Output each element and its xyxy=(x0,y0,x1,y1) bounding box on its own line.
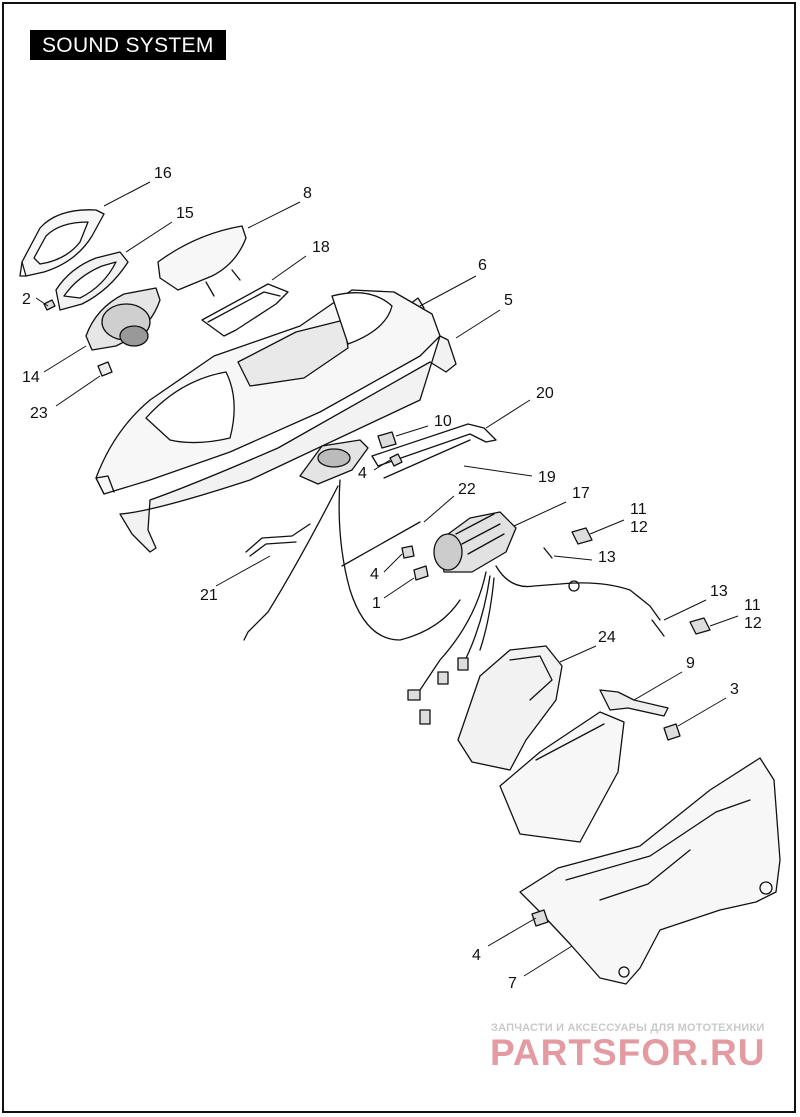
leader-line xyxy=(455,309,501,339)
leader-line xyxy=(35,297,49,307)
seal-part xyxy=(201,283,289,337)
callout-2: 2 xyxy=(22,291,31,308)
speaker-bracket-part xyxy=(19,209,105,277)
fairing-screw-part xyxy=(531,909,549,927)
leader-line xyxy=(559,645,597,663)
leader-line xyxy=(553,555,593,561)
inner-fairing-body xyxy=(95,289,441,495)
callout-12: 12 xyxy=(744,615,762,632)
speaker-grille-part xyxy=(55,251,129,311)
callout-7: 7 xyxy=(508,975,517,992)
callout-23: 23 xyxy=(30,405,48,422)
leader-line xyxy=(513,501,567,527)
watermark-caption: ЗАПЧАСТИ И АКСЕССУАРЫ ДЛЯ МОТОТЕХНИКИ xyxy=(491,1022,765,1034)
leader-line xyxy=(709,615,739,627)
clip-part xyxy=(97,361,113,377)
callout-4: 4 xyxy=(370,566,379,583)
callout-8: 8 xyxy=(303,185,312,202)
screw-part xyxy=(43,299,56,311)
callout-14: 14 xyxy=(22,369,40,386)
leader-line xyxy=(485,399,531,429)
leader-line xyxy=(419,275,477,307)
callout-19: 19 xyxy=(538,469,556,486)
callout-11: 11 xyxy=(630,501,647,518)
callout-11: 11 xyxy=(744,597,761,614)
callout-16: 16 xyxy=(154,165,172,182)
leader-line xyxy=(373,459,391,471)
callout-5: 5 xyxy=(504,292,513,309)
clip-fastener-part xyxy=(377,431,403,467)
bracket-screw-part xyxy=(663,723,681,741)
leader-line xyxy=(271,255,307,281)
callout-13: 13 xyxy=(710,583,728,600)
antenna-cable-part xyxy=(245,523,311,557)
speaker-part xyxy=(85,287,161,351)
leader-line xyxy=(215,555,271,587)
callout-20: 20 xyxy=(536,385,554,402)
callout-22: 22 xyxy=(458,481,476,498)
leader-line xyxy=(55,375,101,407)
leader-line xyxy=(523,945,573,977)
callout-17: 17 xyxy=(572,485,590,502)
leader-line xyxy=(463,465,533,477)
callout-13: 13 xyxy=(598,549,616,566)
leader-line xyxy=(383,577,415,599)
page-title: SOUND SYSTEM xyxy=(30,30,226,60)
leader-line xyxy=(487,917,537,947)
callout-10: 10 xyxy=(434,413,452,430)
leader-line xyxy=(423,495,455,523)
leader-line xyxy=(125,221,173,253)
leader-line xyxy=(103,181,151,207)
callout-6: 6 xyxy=(478,257,487,274)
leader-line xyxy=(247,201,301,229)
amplifier-part xyxy=(433,511,517,573)
callout-4: 4 xyxy=(472,947,481,964)
leader-line xyxy=(677,697,727,727)
trim-strip-part xyxy=(119,335,457,553)
callout-12: 12 xyxy=(630,519,648,536)
lower-cover-part xyxy=(499,711,625,843)
long-cable-part xyxy=(243,479,461,641)
callout-21: 21 xyxy=(200,587,218,604)
amplifier-screw-part xyxy=(401,545,429,581)
wiring-harness-part xyxy=(407,565,661,725)
mount-bracket-part xyxy=(599,689,669,717)
leader-line xyxy=(43,345,87,373)
leader-line xyxy=(663,599,707,621)
callout-15: 15 xyxy=(176,205,194,222)
callout-9: 9 xyxy=(686,655,695,672)
leader-line xyxy=(589,519,625,535)
callout-18: 18 xyxy=(312,239,330,256)
harness-cover-part xyxy=(457,645,563,771)
callout-3: 3 xyxy=(730,681,739,698)
outer-fairing-part xyxy=(519,757,781,985)
callout-24: 24 xyxy=(598,629,616,646)
leader-line xyxy=(395,425,429,437)
connector-part xyxy=(543,527,711,637)
speaker-lid-part xyxy=(157,225,247,297)
control-module-part xyxy=(299,439,369,485)
leader-line xyxy=(383,553,403,573)
leader-line xyxy=(633,671,683,701)
watermark-brand: PARTSFOR.RU xyxy=(490,1032,766,1073)
callout-1: 1 xyxy=(372,595,381,612)
callout-4: 4 xyxy=(358,465,367,482)
